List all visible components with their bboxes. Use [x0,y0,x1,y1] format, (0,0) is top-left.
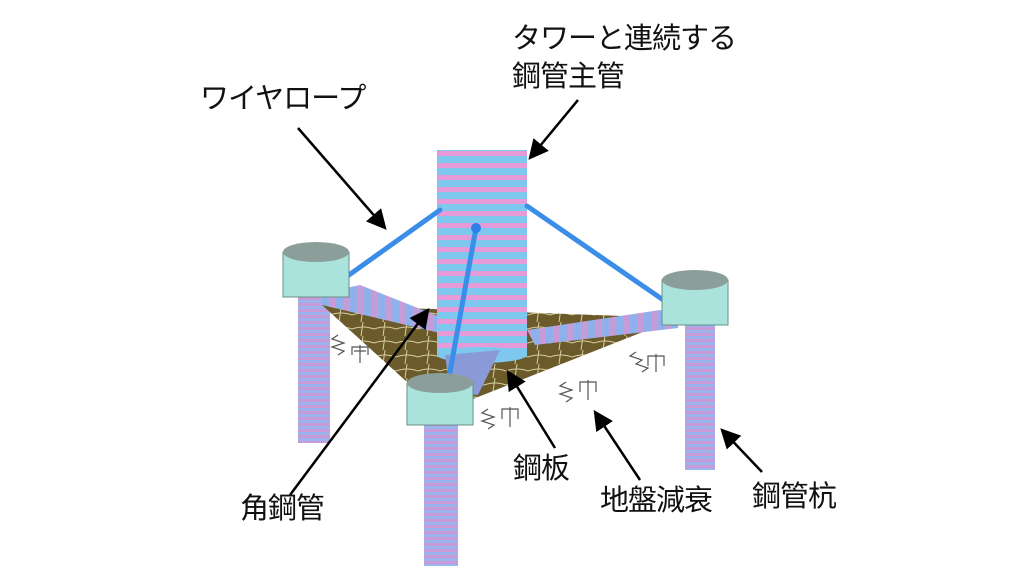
label-steel-pile: 鋼管杭 [752,479,837,513]
ground-damping-elements [330,334,665,430]
square-pipe-right [527,310,678,345]
arrow-steel-plate [506,369,557,449]
arrow-steel-pile [720,428,763,473]
label-main-pipe-line1: タワーと連続する [512,21,737,55]
pile-cap-front [406,373,474,426]
label-wire-rope: ワイヤロープ [200,81,366,115]
arrow-main-pipe [528,99,579,160]
leader-arrows [288,99,763,496]
pile-cap-right [661,270,729,326]
label-main-pipe: タワーと連続する 鋼管主管 [512,20,737,95]
main-steel-pipe [437,150,527,355]
label-ground-damping: 地盤減衰 [600,483,713,517]
steel-pile-front [424,420,458,566]
arrow-ground-damping [593,409,642,481]
arrow-wire-rope [297,127,387,230]
wire-ropes [332,203,675,375]
label-square-pipe: 角鋼管 [240,491,325,525]
pile-cap-left [282,242,350,298]
steel-pile-left [298,285,330,443]
label-steel-plate: 鋼板 [513,451,570,485]
steel-pile-right [685,318,715,470]
arrow-square-pipe [288,307,430,496]
label-main-pipe-line2: 鋼管主管 [512,58,625,93]
